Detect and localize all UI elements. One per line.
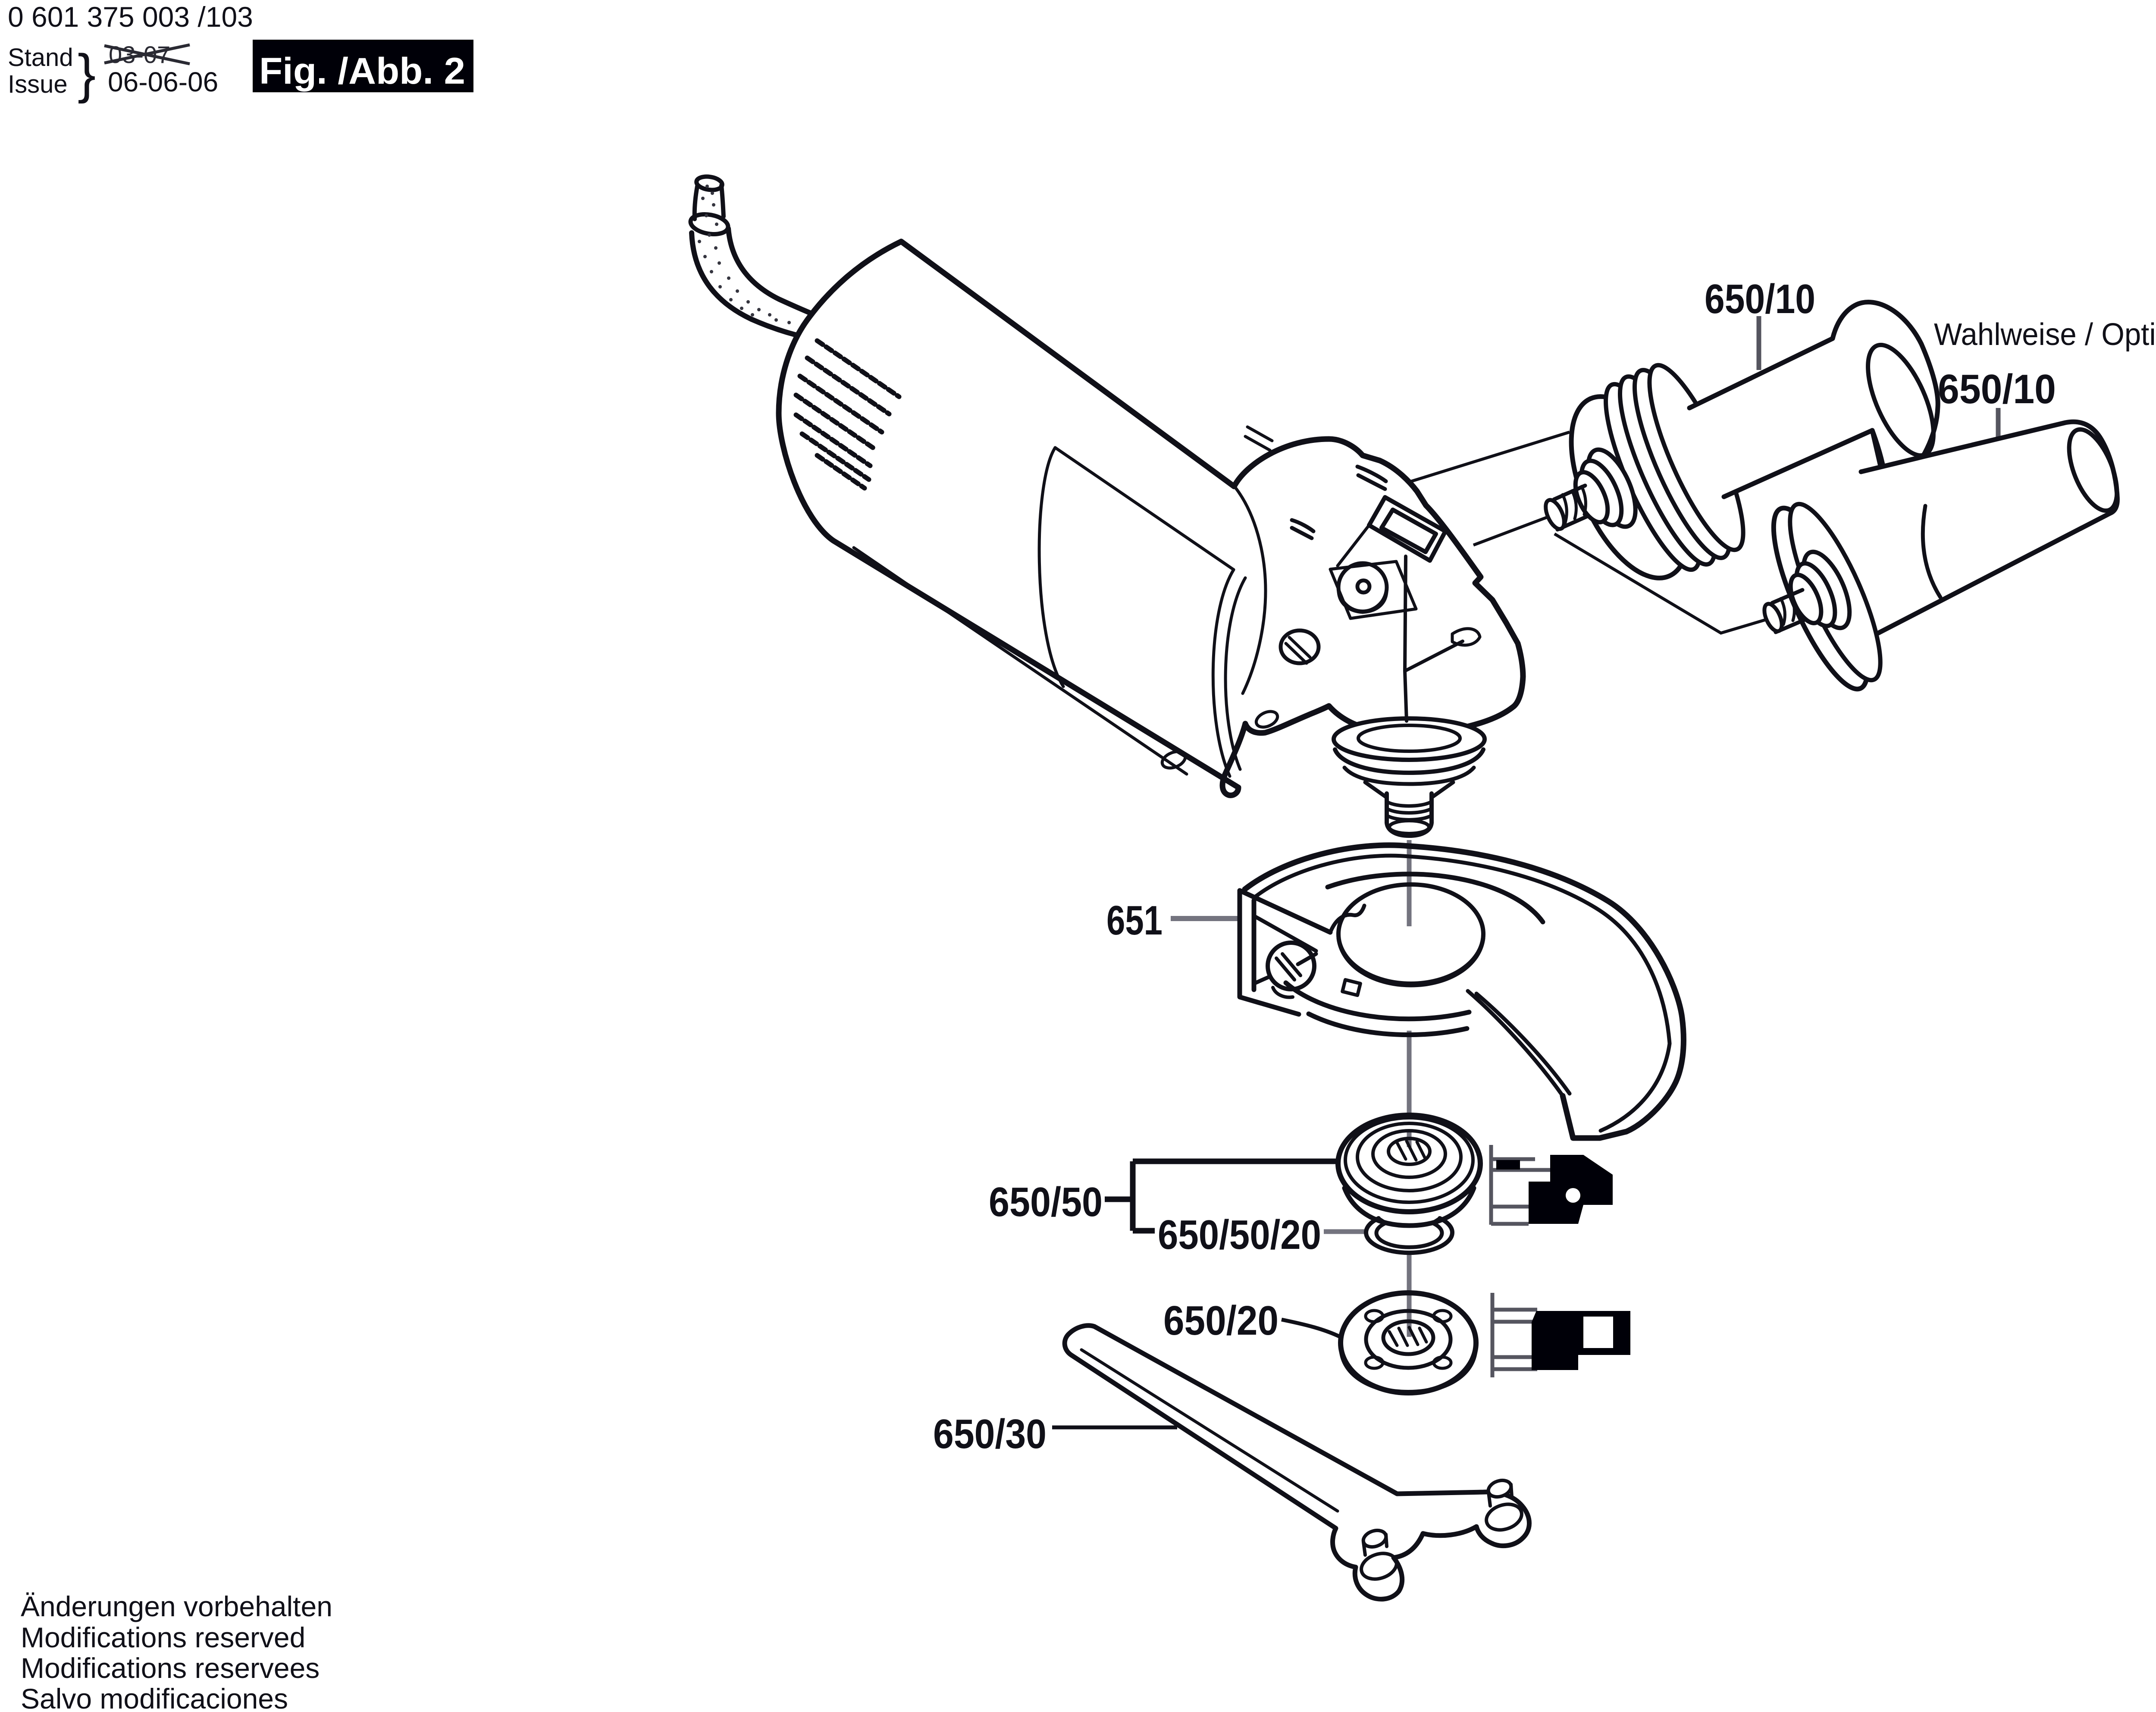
svg-text:0 601 375 003 /103: 0 601 375 003 /103 — [8, 1, 253, 33]
svg-text:Modifications reservees: Modifications reservees — [21, 1652, 320, 1684]
svg-text:Fig. /Abb. 2: Fig. /Abb. 2 — [259, 50, 465, 92]
svg-text:Modifications reserved: Modifications reserved — [21, 1621, 305, 1653]
svg-text:650/50: 650/50 — [989, 1179, 1103, 1225]
svg-text:}: } — [78, 43, 96, 104]
svg-text:Salvo modificaciones: Salvo modificaciones — [21, 1683, 288, 1712]
svg-text:650/30: 650/30 — [933, 1411, 1047, 1457]
svg-text:651: 651 — [1106, 897, 1163, 944]
svg-text:06-06-06: 06-06-06 — [108, 66, 218, 97]
svg-text:Wahlweise / Optional: Wahlweise / Optional — [1934, 317, 2156, 352]
svg-text:650/10: 650/10 — [1938, 366, 2056, 412]
svg-text:650/10: 650/10 — [1705, 276, 1815, 322]
svg-text:Stand: Stand — [8, 44, 73, 72]
svg-text:Änderungen vorbehalten: Änderungen vorbehalten — [21, 1590, 332, 1622]
svg-text:650/50/20: 650/50/20 — [1158, 1212, 1321, 1258]
svg-text:Issue: Issue — [8, 70, 68, 98]
svg-text:650/20: 650/20 — [1163, 1298, 1279, 1344]
